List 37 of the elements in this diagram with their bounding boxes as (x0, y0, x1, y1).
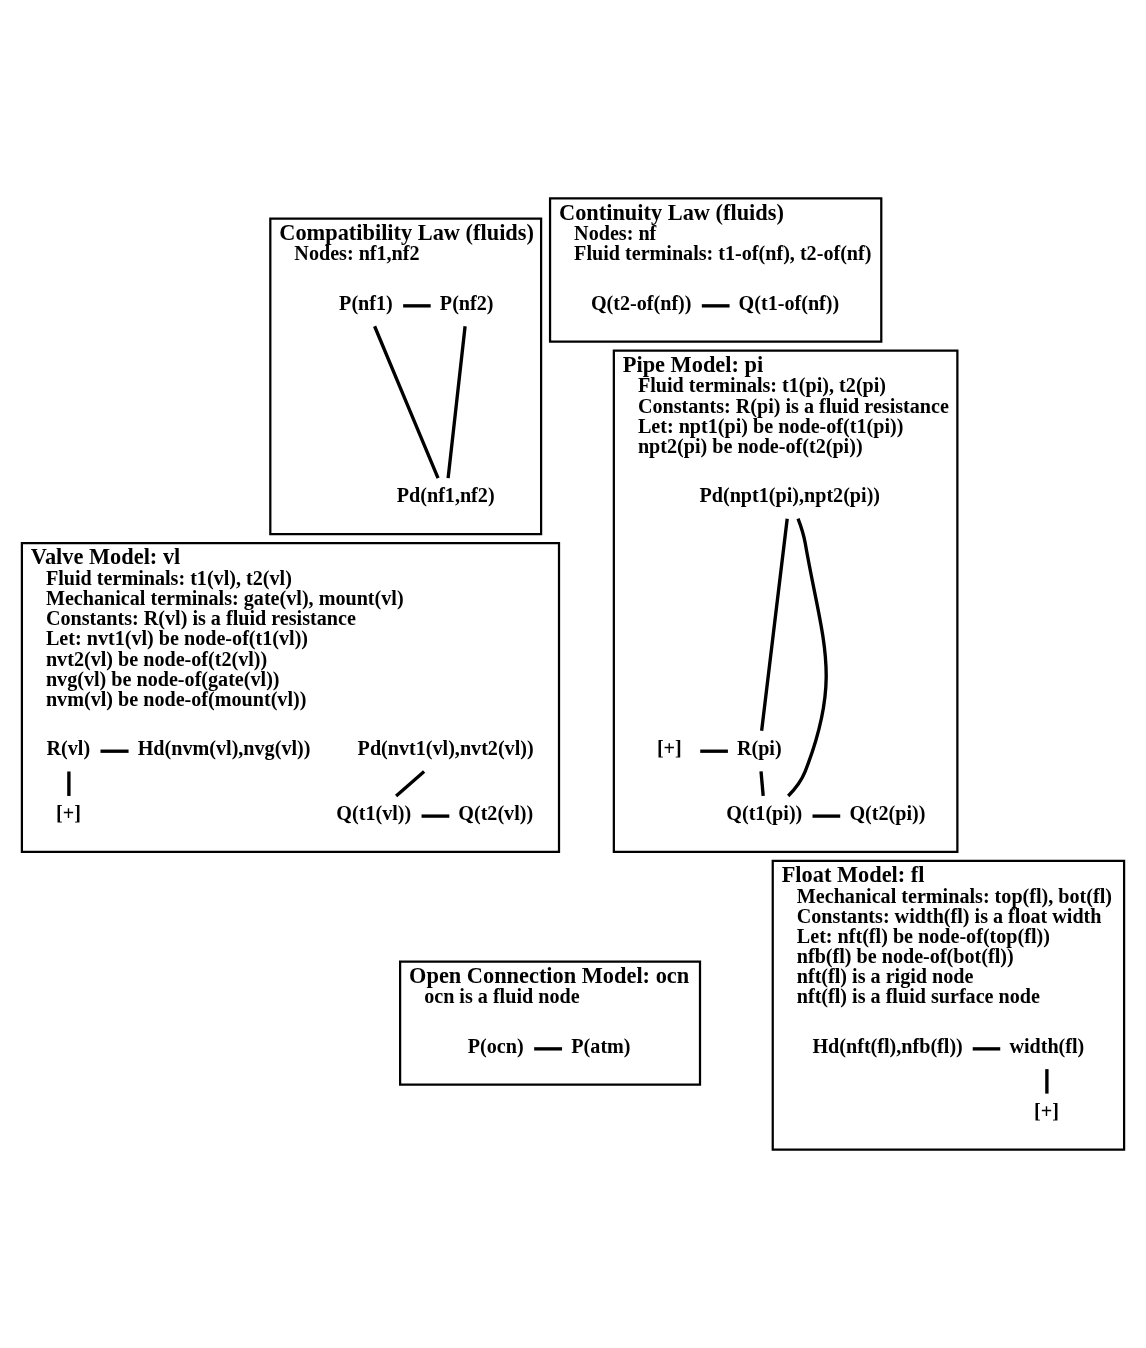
connector (395, 770, 426, 798)
node-text: Q(t1(vl)) (336, 801, 412, 824)
connector (972, 1047, 1001, 1051)
node-text: Q(t2(pi)) (849, 801, 926, 824)
node-text: Q(t2-of(nf)) (590, 291, 692, 314)
node-text: [+] (1034, 1099, 1059, 1122)
node-text: P(ocn) (467, 1034, 524, 1057)
connector (67, 771, 71, 796)
node-text: Pd(npt1(pi),npt2(pi)) (699, 484, 881, 507)
node-text: Q(t1(pi)) (726, 801, 803, 824)
node-text: [+] (656, 737, 682, 760)
node-text: Pd(nf1,nf2) (396, 484, 495, 507)
connector (100, 749, 129, 753)
connector (421, 814, 450, 818)
node-text: Hd(nvm(vl),nvg(vl)) (137, 737, 311, 760)
node-text: [+] (56, 801, 81, 824)
node-text: Q(t1-of(nf)) (738, 291, 840, 314)
connector (534, 1047, 563, 1051)
node-text: P(nf2) (439, 291, 494, 314)
node-text: Q(t2(vl)) (458, 801, 534, 824)
node-text: Hd(nft(fl),nfb(fl)) (812, 1034, 963, 1057)
node-text: R(vl) (46, 737, 91, 760)
connector (812, 814, 841, 818)
connector (759, 518, 789, 731)
connector (403, 304, 431, 308)
connector (700, 749, 728, 753)
node-text: width(fl) (1009, 1034, 1085, 1057)
connector (701, 304, 730, 308)
connector (373, 325, 440, 479)
node-text: Pd(nvt1(vl),nvt2(vl)) (357, 737, 534, 760)
node-text: R(pi) (736, 737, 782, 760)
connector (1045, 1069, 1049, 1094)
connector (446, 326, 467, 479)
connector (787, 518, 828, 798)
node-text: P(atm) (571, 1034, 631, 1057)
node-text: P(nf1) (339, 291, 393, 314)
connector (759, 771, 765, 797)
